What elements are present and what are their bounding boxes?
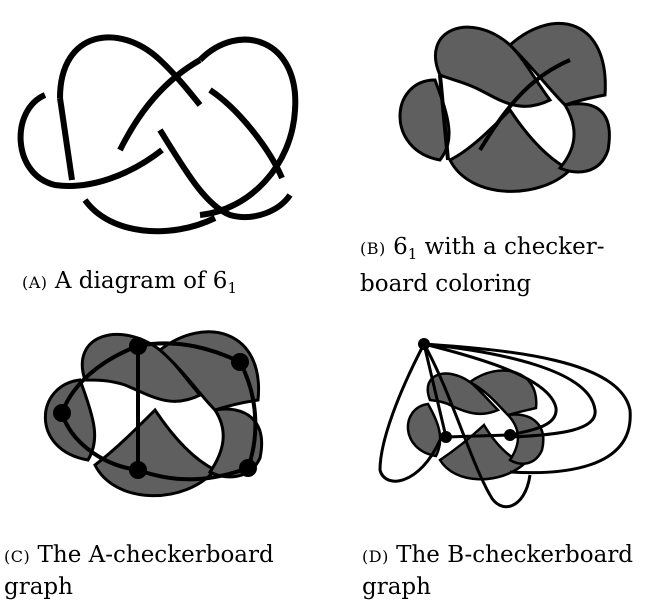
graph-c-vertex — [239, 459, 257, 477]
caption-b-knot: 6 — [393, 234, 408, 260]
panel-c: (C) The A-checkerboard graph — [0, 300, 320, 603]
caption-a-label: (A) — [22, 273, 48, 292]
caption-d-text-2: graph — [362, 574, 431, 600]
caption-d-label: (D) — [362, 547, 389, 566]
panel-b: (B) 61 with a checker- board coloring — [360, 0, 650, 300]
checkerboard-diagram-b — [398, 21, 611, 193]
caption-a-knot-sub: 1 — [227, 279, 237, 297]
caption-c-text-1: The A-checkerboard — [37, 542, 274, 568]
graph-c-vertex — [231, 353, 249, 371]
graph-d-vertex — [418, 338, 430, 350]
caption-c-text-2: graph — [4, 574, 73, 600]
panel-d: (D) The B-checkerboard graph — [360, 300, 650, 603]
graph-c-vertex — [129, 461, 147, 479]
caption-c: (C) The A-checkerboard graph — [4, 540, 274, 602]
caption-a: (A) A diagram of 61 — [22, 266, 237, 303]
checkerboard-graph-d — [378, 338, 632, 509]
caption-b-label: (B) — [360, 239, 386, 258]
graph-c-vertex — [53, 404, 71, 422]
caption-a-text: A diagram of — [54, 268, 206, 294]
caption-b-text-2: board coloring — [360, 271, 532, 297]
checkerboard-graph-c — [43, 330, 263, 498]
caption-b-text-1: with a checker- — [424, 234, 605, 260]
graph-c-vertex — [129, 337, 147, 355]
caption-b: (B) 61 with a checker- board coloring — [360, 232, 605, 299]
panel-a: (A) A diagram of 61 — [0, 0, 320, 300]
caption-d-text-1: The B-checkerboard — [396, 542, 634, 568]
graph-d-vertex — [504, 429, 516, 441]
caption-a-knot: 6 — [212, 268, 228, 294]
caption-b-knot-sub: 1 — [407, 245, 418, 263]
graph-d-vertex — [440, 431, 452, 443]
knot-diagram-a — [17, 34, 299, 235]
caption-d: (D) The B-checkerboard graph — [362, 540, 633, 602]
caption-c-label: (C) — [4, 547, 31, 566]
